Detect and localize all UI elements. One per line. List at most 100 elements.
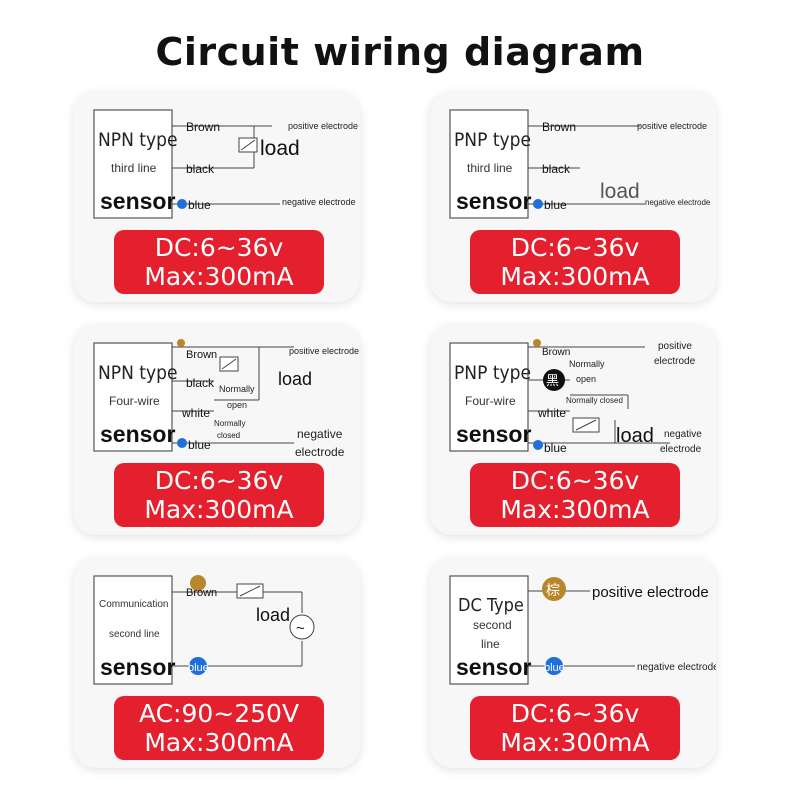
blue-wire-dot: [533, 199, 543, 209]
blue-wire-dot: [189, 657, 207, 675]
brown-wire-dot: [190, 575, 206, 591]
electrode-label: electrode: [295, 445, 345, 459]
load-label: load: [600, 180, 640, 203]
sensor-box: [449, 575, 529, 685]
sensor-line-label: Four-wire: [465, 394, 516, 408]
normally-open-label-1: Normally: [569, 359, 605, 369]
negative-label: negative: [297, 427, 343, 441]
sensor-line-label: Four-wire: [109, 394, 160, 408]
sensor-box: [93, 109, 173, 219]
sensor-type-label: PNP type: [454, 129, 531, 151]
current-spec: Max:300mA: [500, 262, 650, 291]
normally-closed-label-2: closed: [217, 431, 240, 440]
wiring-diagram-npn-three: NPN type third line sensor Brown black b…: [93, 109, 360, 219]
wiring-diagram-pnp-three: PNP type third line sensor Brown black b…: [449, 109, 711, 219]
negative-electrode-label: negative electrode: [637, 662, 716, 673]
voltage-spec: DC:6~36v: [510, 466, 640, 495]
sensor-type-label: NPN type: [98, 129, 178, 151]
spec-badge: DC:6~36v Max:300mA: [114, 463, 324, 527]
spec-badge: DC:6~36v Max:300mA: [470, 463, 680, 527]
card-dc-two-wire: DC Type second line sensor 棕 blue positi…: [430, 558, 716, 768]
sensor-label: sensor: [456, 188, 531, 214]
wire-label-blue: blue: [544, 441, 567, 455]
page-title: Circuit wiring diagram: [155, 30, 645, 74]
voltage-spec: DC:6~36v: [510, 699, 640, 728]
wiring-diagram-pnp-four: PNP type Four-wire sensor Brown 黑 white …: [449, 339, 702, 455]
wire-label-brown: Brown: [186, 349, 217, 361]
blue-wire-dot: [177, 438, 187, 448]
wire-label-blue: blue: [544, 198, 567, 212]
voltage-spec: DC:6~36v: [510, 233, 640, 262]
positive-electrode-label: positive electrode: [592, 584, 709, 601]
wire-label-brown: 棕: [546, 582, 560, 598]
card-pnp-three-wire: PNP type third line sensor Brown black b…: [430, 92, 716, 302]
blue-wire-dot: [545, 657, 563, 675]
positive-electrode-label: positive electrode: [289, 346, 359, 356]
wiring-diagram-ac-two: Communication second line sensor ~ Brown…: [93, 575, 315, 685]
sensor-type-label: PNP type: [454, 362, 531, 384]
load-label: load: [616, 425, 654, 447]
card-npn-three-wire: NPN type third line sensor Brown black b…: [74, 92, 360, 302]
normally-open-label-2: open: [576, 374, 596, 384]
normally-closed-label-1: Normally: [214, 419, 246, 428]
ac-symbol: ~: [296, 620, 305, 637]
sensor-type-label: DC Type: [458, 595, 524, 616]
sensor-line-label-2: line: [481, 637, 500, 651]
negative-electrode-label: electrode: [660, 444, 702, 455]
spec-badge: DC:6~36v Max:300mA: [470, 696, 680, 760]
card-npn-four-wire: NPN type Four-wire sensor Brown black wh…: [74, 325, 360, 535]
brown-wire-dot: [533, 339, 541, 347]
positive-electrode-label: electrode: [654, 356, 696, 367]
sensor-box: [449, 342, 529, 452]
blue-wire-dot: [177, 199, 187, 209]
wire-label-black: black: [186, 376, 215, 390]
wiring-diagram-npn-four: NPN type Four-wire sensor Brown black wh…: [93, 339, 359, 459]
card-ac-two-wire: Communication second line sensor ~ Brown…: [74, 558, 360, 768]
brown-wire-dot: [177, 339, 185, 347]
wire-label-white: white: [181, 406, 210, 420]
sensor-line-label: second line: [109, 629, 160, 640]
sensor-type-label: Communication: [99, 599, 168, 610]
sensor-label: sensor: [100, 188, 175, 214]
wire-label-blue: blue: [188, 662, 209, 674]
sensor-line-label-1: second: [473, 618, 512, 632]
current-spec: Max:300mA: [500, 728, 650, 757]
negative-electrode-label: negative electrode: [645, 198, 711, 207]
wire-label-black: 黑: [546, 373, 559, 388]
black-wire-dot: [543, 369, 565, 391]
sensor-label: sensor: [100, 421, 175, 447]
wire-label-blue: blue: [188, 198, 211, 212]
voltage-spec: DC:6~36v: [154, 466, 284, 495]
wiring-diagram-dc-two: DC Type second line sensor 棕 blue positi…: [449, 575, 716, 685]
blue-wire-dot: [533, 440, 543, 450]
sensor-line-label: third line: [467, 161, 513, 175]
current-spec: Max:300mA: [500, 495, 650, 524]
positive-label: positive: [658, 341, 692, 352]
sensor-line-label: third line: [111, 161, 157, 175]
spec-badge: AC:90~250V Max:300mA: [114, 696, 324, 760]
normally-open-label-1: Normally: [219, 384, 255, 394]
sensor-box: [449, 109, 529, 219]
sensor-box: [93, 342, 173, 452]
current-spec: Max:300mA: [144, 728, 294, 757]
sensor-label: sensor: [100, 654, 175, 680]
wire-label-black: black: [542, 162, 571, 176]
wire-label-brown: Brown: [186, 120, 220, 134]
sensor-type-label: NPN type: [98, 362, 178, 384]
voltage-spec: DC:6~36v: [154, 233, 284, 262]
wire-label-blue: blue: [188, 438, 211, 452]
positive-electrode-label: positive electrode: [288, 121, 358, 131]
negative-label: negative: [664, 429, 702, 440]
sensor-box: [93, 575, 173, 685]
sensor-label: sensor: [456, 421, 531, 447]
wire-label-brown: Brown: [542, 120, 576, 134]
sensor-label: sensor: [456, 654, 531, 680]
spec-badge: DC:6~36v Max:300mA: [470, 230, 680, 294]
negative-electrode-label: negative electrode: [282, 197, 356, 207]
wire-label-black: black: [186, 162, 215, 176]
voltage-spec: AC:90~250V: [138, 699, 300, 728]
current-spec: Max:300mA: [144, 495, 294, 524]
load-label: load: [260, 137, 300, 160]
ac-source-icon: [289, 614, 315, 640]
wire-label-white: white: [537, 406, 566, 420]
